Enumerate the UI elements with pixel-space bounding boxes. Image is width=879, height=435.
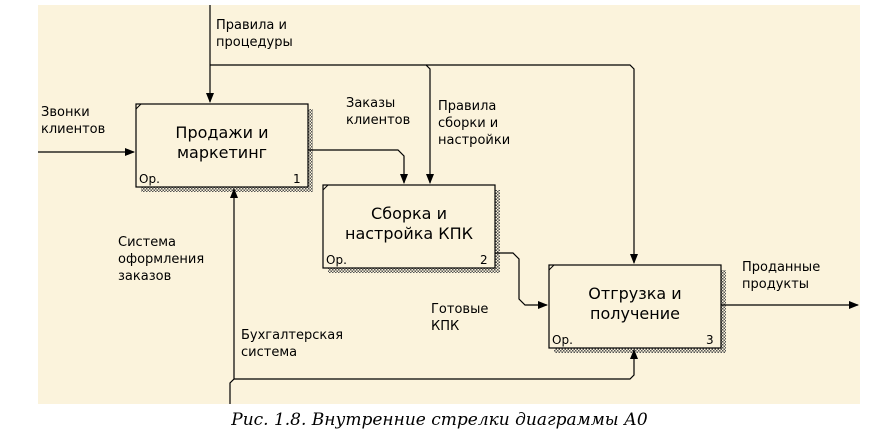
box-assembly[interactable] [322, 184, 496, 269]
label-sold-products: Проданные продукты [742, 260, 821, 292]
label-assembly-rules: Правила сборки и настройки [438, 99, 511, 148]
box-number-shipping: 3 [706, 333, 714, 347]
box-op-assembly: Ор. [326, 253, 347, 267]
box-corner-mark-assembly [322, 184, 329, 191]
arrow-client-orders[interactable] [308, 149, 408, 184]
box-title-sales: Продажи и маркетинг [175, 123, 269, 162]
box-op-sales: Ор. [139, 172, 160, 186]
box-corner-mark-sales [135, 103, 142, 110]
box-number-assembly: 2 [480, 253, 488, 267]
label-accounting-system: Бухгалтерская система [241, 328, 344, 360]
box-sales[interactable] [135, 103, 309, 188]
label-ready-pda: Готовые КПК [431, 302, 489, 334]
box-shipping[interactable] [548, 264, 722, 349]
arrow-ready-pda[interactable] [495, 252, 548, 309]
arrow-accounting-system[interactable] [234, 349, 638, 380]
arrow-order-system[interactable] [229, 188, 238, 404]
box-op-shipping: Ор. [552, 333, 573, 347]
figure-caption: Рис. 1.8. Внутренние стрелки диаграммы А… [231, 410, 648, 430]
arrow-rules-to-shipping[interactable] [426, 64, 638, 264]
label-client-orders: Заказы клиентов [346, 96, 411, 128]
label-rules-procedures: Правила и процедуры [216, 18, 293, 50]
box-number-sales: 1 [293, 172, 301, 186]
diagram-svg [38, 5, 859, 404]
label-order-system: Система оформления заказов [118, 235, 205, 284]
box-title-shipping: Отгрузка и получение [588, 284, 682, 323]
diagram-canvas: Продажи и маркетинг Ор. 1 Сборка и настр… [38, 5, 860, 404]
box-corner-mark-shipping [548, 264, 555, 271]
box-title-assembly: Сборка и настройка КПК [344, 204, 474, 243]
arrow-rules-to-assembly[interactable] [210, 64, 434, 184]
label-client-calls: Звонки клиентов [41, 105, 106, 137]
